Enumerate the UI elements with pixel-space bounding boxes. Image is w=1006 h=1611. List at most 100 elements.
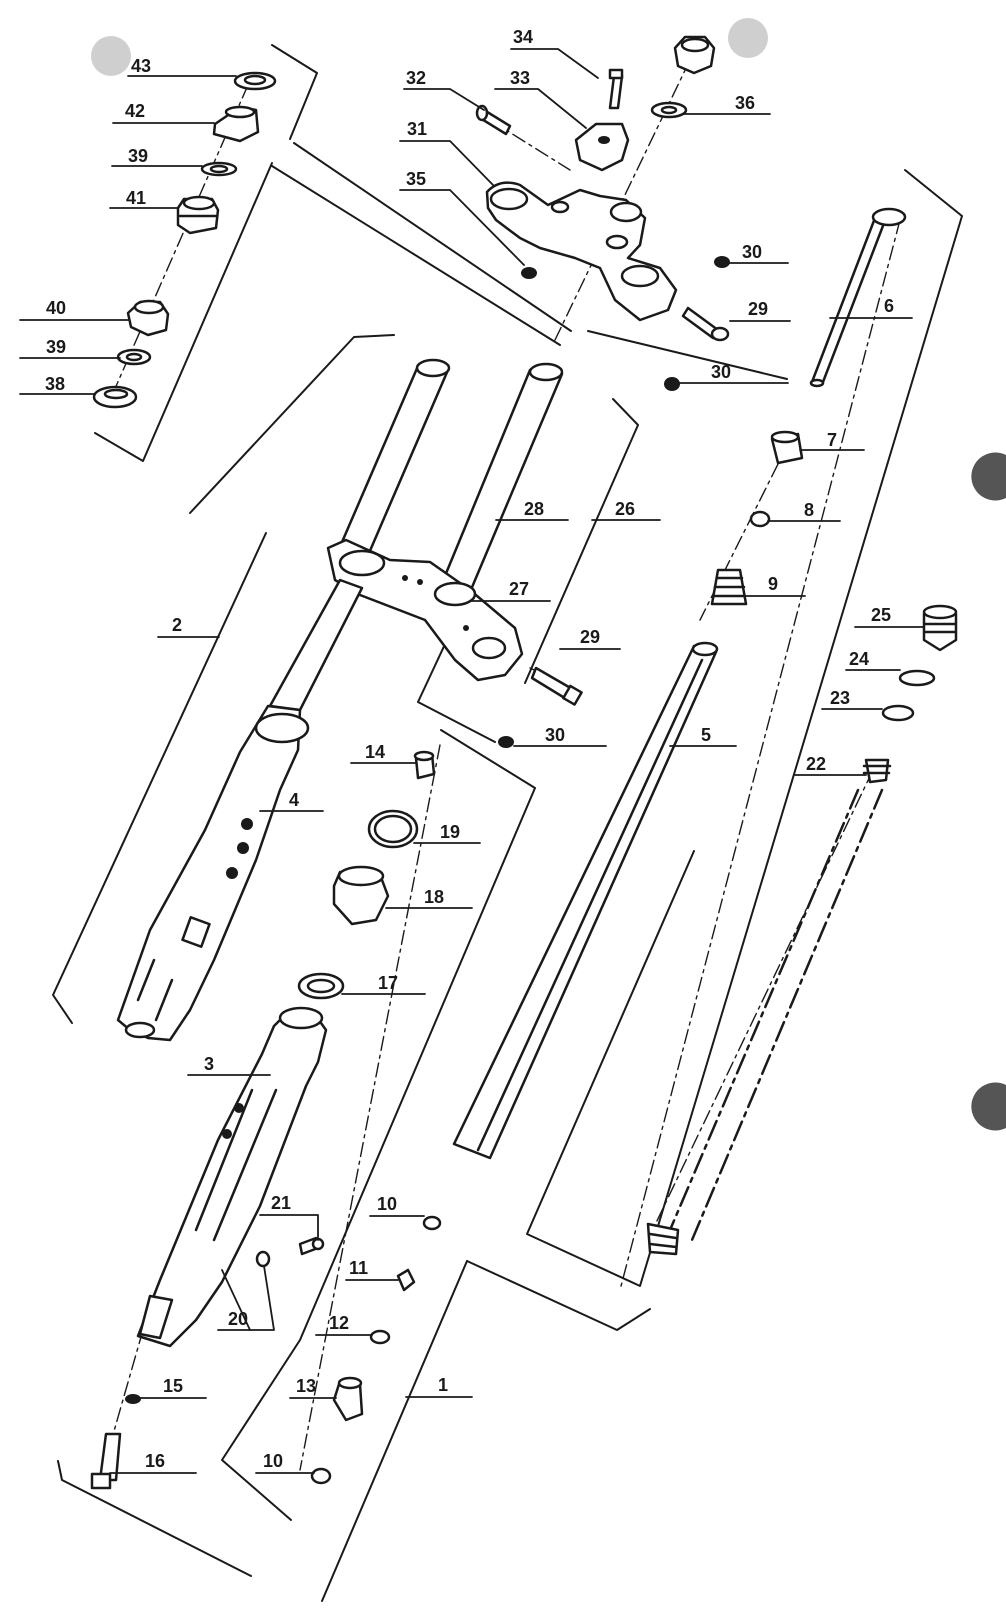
callout-label: 34	[513, 27, 533, 47]
dust-seal-38	[92, 385, 138, 409]
callout-label: 22	[806, 754, 826, 774]
dust-seal-43	[233, 71, 277, 91]
ball-retainer-39-top	[200, 161, 238, 177]
damper-rod-6	[809, 207, 907, 388]
callout-label: 12	[329, 1313, 349, 1333]
circlip-10-bottom	[310, 1467, 332, 1485]
leader	[510, 48, 599, 79]
washer-36	[650, 101, 688, 119]
fork-slider-4	[116, 578, 364, 1042]
leader	[403, 88, 485, 111]
leader	[399, 140, 495, 187]
bolt-29-top	[681, 306, 730, 342]
bracket-top-bridge	[293, 142, 572, 332]
axis-spring	[654, 769, 874, 1226]
punch-hole	[971, 452, 1006, 501]
bolt-32	[475, 104, 512, 136]
bracket-left-leg-lower	[52, 532, 267, 1024]
callout-label: 19	[440, 822, 460, 842]
drain-bolt-16	[90, 1432, 122, 1490]
bolt-29-bridge	[530, 666, 583, 706]
washer-20	[255, 1250, 271, 1268]
callout-label: 13	[296, 1376, 316, 1396]
valve-11	[396, 1268, 416, 1292]
callout-label: 11	[349, 1258, 368, 1278]
nut-30-top	[714, 256, 730, 268]
cap-bolt-25	[922, 604, 958, 652]
bearing-race-40	[126, 299, 170, 337]
callout-label: 9	[768, 574, 778, 594]
bolt-21	[298, 1236, 325, 1256]
leader	[249, 1265, 275, 1331]
callout-label: 20	[228, 1309, 248, 1329]
bearing-stack	[92, 71, 277, 409]
outer-slider-3	[136, 1006, 328, 1348]
bracket-top-bridge-right	[587, 330, 788, 380]
callout-label: 10	[377, 1194, 397, 1214]
callout-label: 38	[45, 374, 65, 394]
group-brackets	[52, 44, 963, 1602]
bolt-34	[608, 68, 624, 110]
piston-13	[332, 1376, 364, 1422]
nut-35	[521, 267, 537, 279]
callout-label: 35	[406, 169, 426, 189]
callout-label: 1	[438, 1375, 448, 1395]
callout-label: 28	[524, 499, 544, 519]
bearing-race-41	[176, 195, 220, 235]
callout-label: 30	[545, 725, 565, 745]
nut-30-bridge	[498, 736, 514, 748]
callout-label: 29	[748, 299, 768, 319]
callout-label: 4	[289, 790, 299, 810]
stem-nut-icon	[673, 35, 716, 75]
bracket-damper-group	[526, 169, 963, 1287]
bracket-bearing-group	[271, 44, 318, 140]
callout-label: 27	[509, 579, 529, 599]
punch-hole	[971, 1082, 1006, 1131]
callout-label: 8	[804, 500, 814, 520]
axis-damper-rod	[619, 219, 901, 1291]
callout-label: 10	[263, 1451, 283, 1471]
callout-label: 6	[884, 296, 894, 316]
fork-spring-22	[646, 758, 892, 1256]
callout-label: 42	[125, 101, 145, 121]
callout-label: 15	[163, 1376, 183, 1396]
spring-group	[646, 604, 958, 1256]
damper-group	[452, 207, 907, 1160]
bushing-14	[413, 750, 436, 780]
callout-label: 36	[735, 93, 755, 113]
circlip-10-top	[422, 1215, 442, 1231]
callout-label: 31	[407, 119, 427, 139]
axis-lower-small	[299, 744, 441, 1471]
axis-bolt-33	[489, 119, 571, 171]
top-bridge-31	[485, 181, 678, 322]
callout-label: 39	[46, 337, 66, 357]
callout-label: 14	[365, 742, 385, 762]
washer-12	[369, 1329, 391, 1345]
callout-label: 5	[701, 725, 711, 745]
bracket-inner-tubes	[271, 165, 561, 346]
oil-seal-18	[332, 865, 390, 926]
bracket-outer-right	[466, 1260, 651, 1331]
callout-label: 16	[145, 1451, 165, 1471]
leader-lines	[19, 48, 925, 1474]
top-bridge-assembly	[475, 35, 730, 391]
callout-label: 24	[849, 649, 869, 669]
inner-tube-left	[334, 358, 451, 562]
callout-label: 43	[131, 56, 151, 76]
bracket-left-leg	[189, 334, 395, 514]
punch-holes	[91, 18, 1006, 1131]
bracket-bearing-group-lower	[94, 162, 273, 462]
callout-label: 40	[46, 298, 66, 318]
bracket-inner-right	[524, 398, 639, 684]
bearing-cone-42	[212, 105, 260, 143]
callout-label: 29	[580, 627, 600, 647]
callout-label: 26	[615, 499, 635, 519]
leader	[494, 88, 587, 129]
circlip-8	[749, 510, 771, 528]
callout-label: 7	[827, 430, 837, 450]
bottom-bridge-27	[326, 538, 524, 682]
callout-label: 23	[830, 688, 850, 708]
callout-label: 3	[204, 1054, 214, 1074]
rebound-spring-9	[710, 568, 748, 606]
